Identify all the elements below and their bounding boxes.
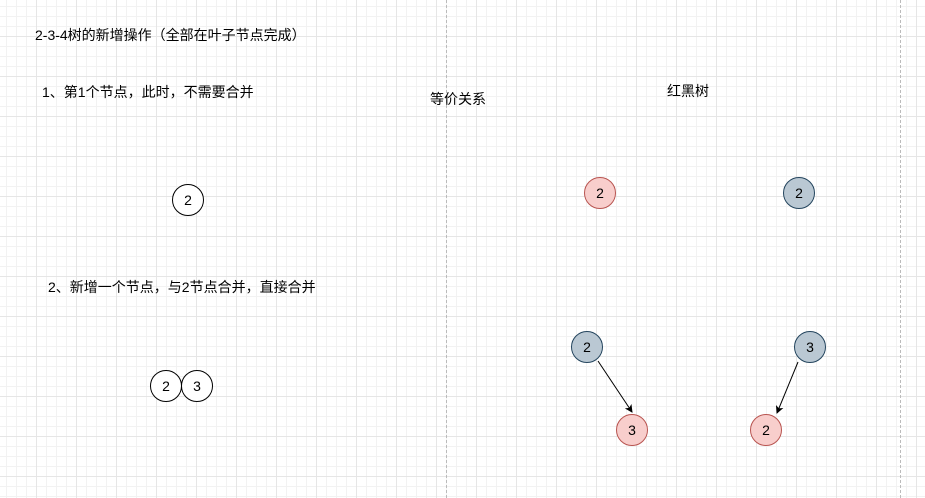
- edge-arrow: [775, 361, 799, 414]
- tree234-node[interactable]: 3: [181, 370, 213, 402]
- black-node[interactable]: 3: [794, 331, 826, 363]
- edge-arrow: [597, 360, 633, 413]
- divider-line: [446, 0, 447, 498]
- black-node[interactable]: 2: [783, 177, 815, 209]
- tree234-node[interactable]: 2: [150, 370, 182, 402]
- divider-line: [900, 0, 901, 498]
- step1-label: 1、第1个节点，此时，不需要合并: [42, 84, 254, 100]
- equivalence-label: 等价关系: [430, 91, 486, 107]
- rbtree-label: 红黑树: [667, 83, 709, 99]
- tree234-node[interactable]: 2: [172, 184, 204, 216]
- red-node[interactable]: 3: [616, 414, 648, 446]
- step2-label: 2、新增一个节点，与2节点合并，直接合并: [48, 279, 316, 295]
- black-node[interactable]: 2: [571, 331, 603, 363]
- red-node[interactable]: 2: [750, 414, 782, 446]
- diagram-title: 2-3-4树的新增操作（全部在叶子节点完成）: [35, 27, 306, 43]
- red-node[interactable]: 2: [584, 177, 616, 209]
